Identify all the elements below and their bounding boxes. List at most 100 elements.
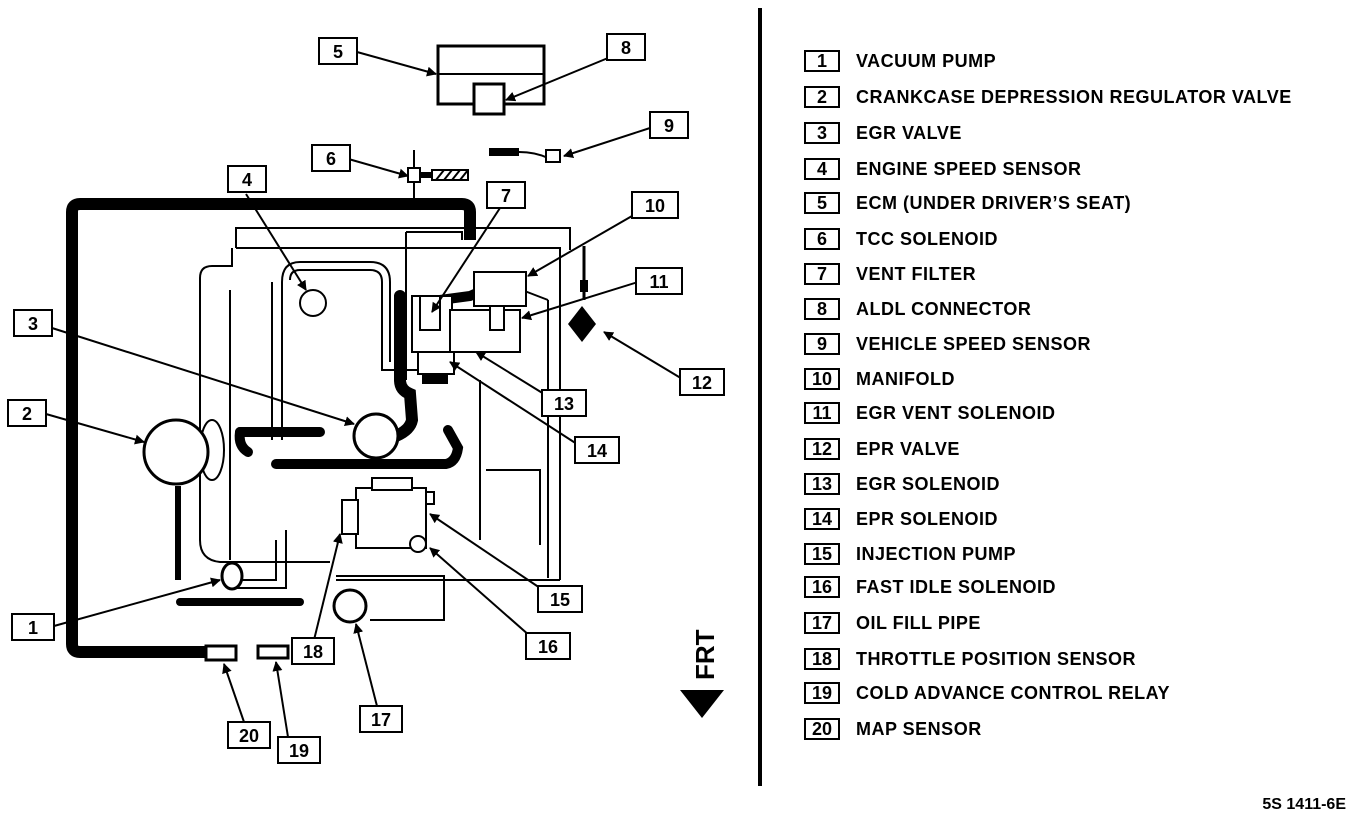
- legend-item: 7 VENT FILTER: [804, 261, 976, 287]
- injection-pump-shape: [341, 477, 435, 553]
- legend-item: 2 CRANKCASE DEPRESSION REGULATOR VALVE: [804, 84, 1292, 110]
- svg-text:9: 9: [664, 116, 674, 136]
- legend-number: 6: [804, 228, 840, 250]
- callout-6: 6: [311, 144, 351, 172]
- legend-label: EGR VENT SOLENOID: [856, 402, 1056, 423]
- svg-text:15: 15: [550, 590, 570, 610]
- legend-item: 15 INJECTION PUMP: [804, 541, 1016, 567]
- svg-text:1: 1: [28, 618, 38, 638]
- callout-4: 4: [227, 165, 267, 193]
- callout-12: 12: [679, 368, 725, 396]
- callout-3: 3: [13, 309, 53, 337]
- callout-19: 19: [277, 736, 321, 764]
- legend-label: ENGINE SPEED SENSOR: [856, 158, 1082, 179]
- callout-13: 13: [541, 389, 587, 417]
- svg-text:8: 8: [621, 38, 631, 58]
- legend-label: EPR VALVE: [856, 438, 960, 459]
- legend-number: 7: [804, 263, 840, 285]
- svg-text:13: 13: [554, 394, 574, 414]
- svg-text:12: 12: [692, 373, 712, 393]
- legend-label: MANIFOLD: [856, 368, 955, 389]
- svg-text:3: 3: [28, 314, 38, 334]
- legend-item: 1 VACUUM PUMP: [804, 48, 996, 74]
- legend-item: 13 EGR SOLENOID: [804, 471, 1000, 497]
- legend-label: ALDL CONNECTOR: [856, 298, 1032, 319]
- egr-valve-shape: [352, 412, 400, 460]
- legend-label: COLD ADVANCE CONTROL RELAY: [856, 682, 1171, 703]
- legend-item: 19 COLD ADVANCE CONTROL RELAY: [804, 680, 1170, 706]
- frt-label: FRT: [690, 629, 720, 680]
- svg-text:18: 18: [303, 642, 323, 662]
- callout-20: 20: [227, 721, 271, 749]
- legend-number: 9: [804, 333, 840, 355]
- svg-text:20: 20: [239, 726, 259, 746]
- legend-number: 20: [804, 718, 840, 740]
- legend-label: THROTTLE POSITION SENSOR: [856, 648, 1137, 669]
- callout-7: 7: [486, 181, 526, 209]
- vacuum-pump-shape: [220, 561, 244, 591]
- legend-label: INJECTION PUMP: [856, 543, 1017, 564]
- panel-divider: [758, 8, 762, 786]
- legend-number: 8: [804, 298, 840, 320]
- legend-item: 4 ENGINE SPEED SENSOR: [804, 156, 1082, 182]
- svg-text:2: 2: [22, 404, 32, 424]
- callout-8: 8: [606, 33, 646, 61]
- thick-hoses: [176, 281, 497, 606]
- callout-2: 2: [7, 399, 47, 427]
- callout-11: 11: [635, 267, 683, 295]
- callout-16: 16: [525, 632, 571, 660]
- svg-text:19: 19: [289, 741, 309, 761]
- legend-label: TCC SOLENOID: [856, 228, 999, 249]
- legend-item: 6 TCC SOLENOID: [804, 226, 998, 252]
- svg-text:7: 7: [501, 186, 511, 206]
- legend-number: 16: [804, 576, 840, 598]
- cold-advance-relay-shape: [256, 644, 290, 660]
- cdr-valve-shape: [142, 418, 225, 580]
- legend-item: 16 FAST IDLE SOLENOID: [804, 574, 1056, 600]
- down-arrow-icon: [680, 690, 724, 718]
- legend-label: CRANKCASE DEPRESSION REGULATOR VALVE: [856, 86, 1292, 107]
- legend-number: 15: [804, 543, 840, 565]
- legend-label: EPR SOLENOID: [856, 508, 999, 529]
- legend-number: 3: [804, 122, 840, 144]
- front-direction-indicator: FRT: [680, 629, 724, 718]
- legend-label: VACUUM PUMP: [856, 50, 997, 71]
- legend-number: 19: [804, 682, 840, 704]
- legend-number: 13: [804, 473, 840, 495]
- callout-17: 17: [359, 705, 403, 733]
- legend-number: 2: [804, 86, 840, 108]
- legend-item: 10 MANIFOLD: [804, 366, 955, 392]
- svg-text:6: 6: [326, 149, 336, 169]
- legend-label: FAST IDLE SOLENOID: [856, 576, 1057, 597]
- svg-text:17: 17: [371, 710, 391, 730]
- svg-text:5: 5: [333, 42, 343, 62]
- vehicle-speed-sensor-shape: [489, 148, 561, 163]
- legend-number: 12: [804, 438, 840, 460]
- legend-label: ECM (UNDER DRIVER’S SEAT): [856, 192, 1132, 213]
- legend-number: 10: [804, 368, 840, 390]
- legend-number: 1: [804, 50, 840, 72]
- engine-speed-sensor-shape: [299, 289, 327, 317]
- legend-label: VENT FILTER: [856, 263, 977, 284]
- epr-valve-shape: [568, 246, 596, 342]
- svg-text:4: 4: [242, 170, 252, 190]
- legend-number: 17: [804, 612, 840, 634]
- oil-fill-pipe-shape: [332, 588, 368, 624]
- figure-code: 5S 1411-6E: [1262, 796, 1346, 813]
- legend-item: 12 EPR VALVE: [804, 436, 960, 462]
- ecm-unit: [436, 44, 546, 116]
- svg-text:14: 14: [587, 441, 607, 461]
- legend-number: 4: [804, 158, 840, 180]
- legend-label: EGR SOLENOID: [856, 473, 1001, 494]
- callout-14: 14: [574, 436, 620, 464]
- manifold-assembly: [411, 271, 527, 384]
- callout-1: 1: [11, 613, 55, 641]
- callout-9: 9: [649, 111, 689, 139]
